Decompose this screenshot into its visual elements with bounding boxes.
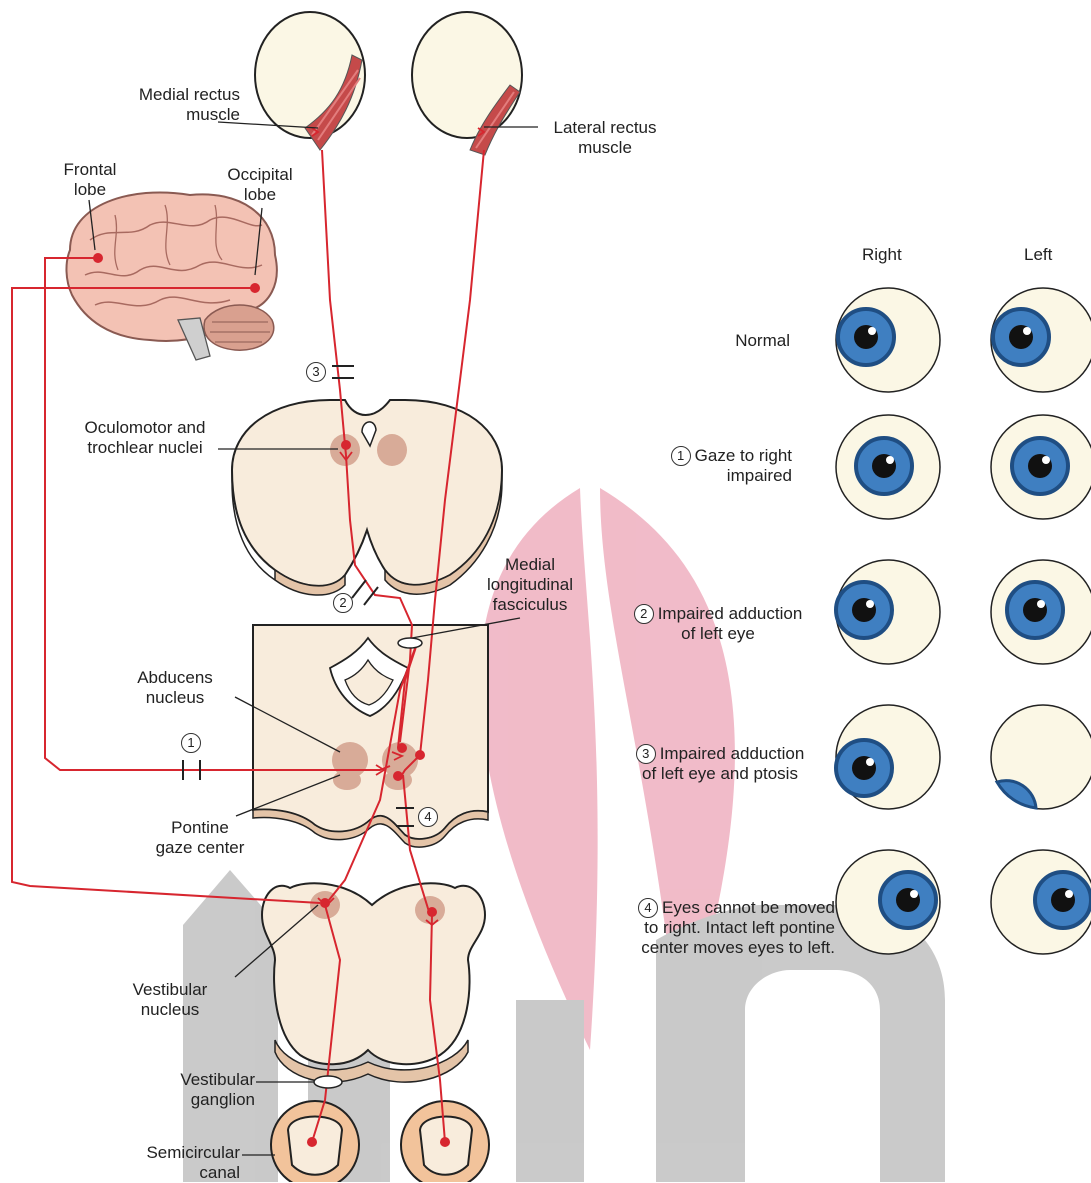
lesion-marker-2: 2 [333,593,353,613]
lesion-marker-1: 1 [181,733,201,753]
pons-section [253,625,488,847]
midbrain-section [232,400,502,595]
eye-row-label-normal: Normal [650,331,790,351]
brain-illustration [66,192,276,360]
left-eyeball-top [412,12,522,155]
eye-col-left: Left [1024,245,1052,265]
eye-row-4 [836,850,1091,954]
eye-row-1 [836,415,1091,519]
lesion-marker-4: 4 [418,807,438,827]
eye-row-3 [836,705,1091,809]
eye-col-right: Right [862,245,902,265]
lesion-marker-3: 3 [306,362,326,382]
eye-row-normal [836,288,1091,392]
right-eyeball-top [255,12,365,150]
eye-table [836,288,1091,954]
eye-row-2 [836,560,1091,664]
medulla-section [262,883,485,1082]
